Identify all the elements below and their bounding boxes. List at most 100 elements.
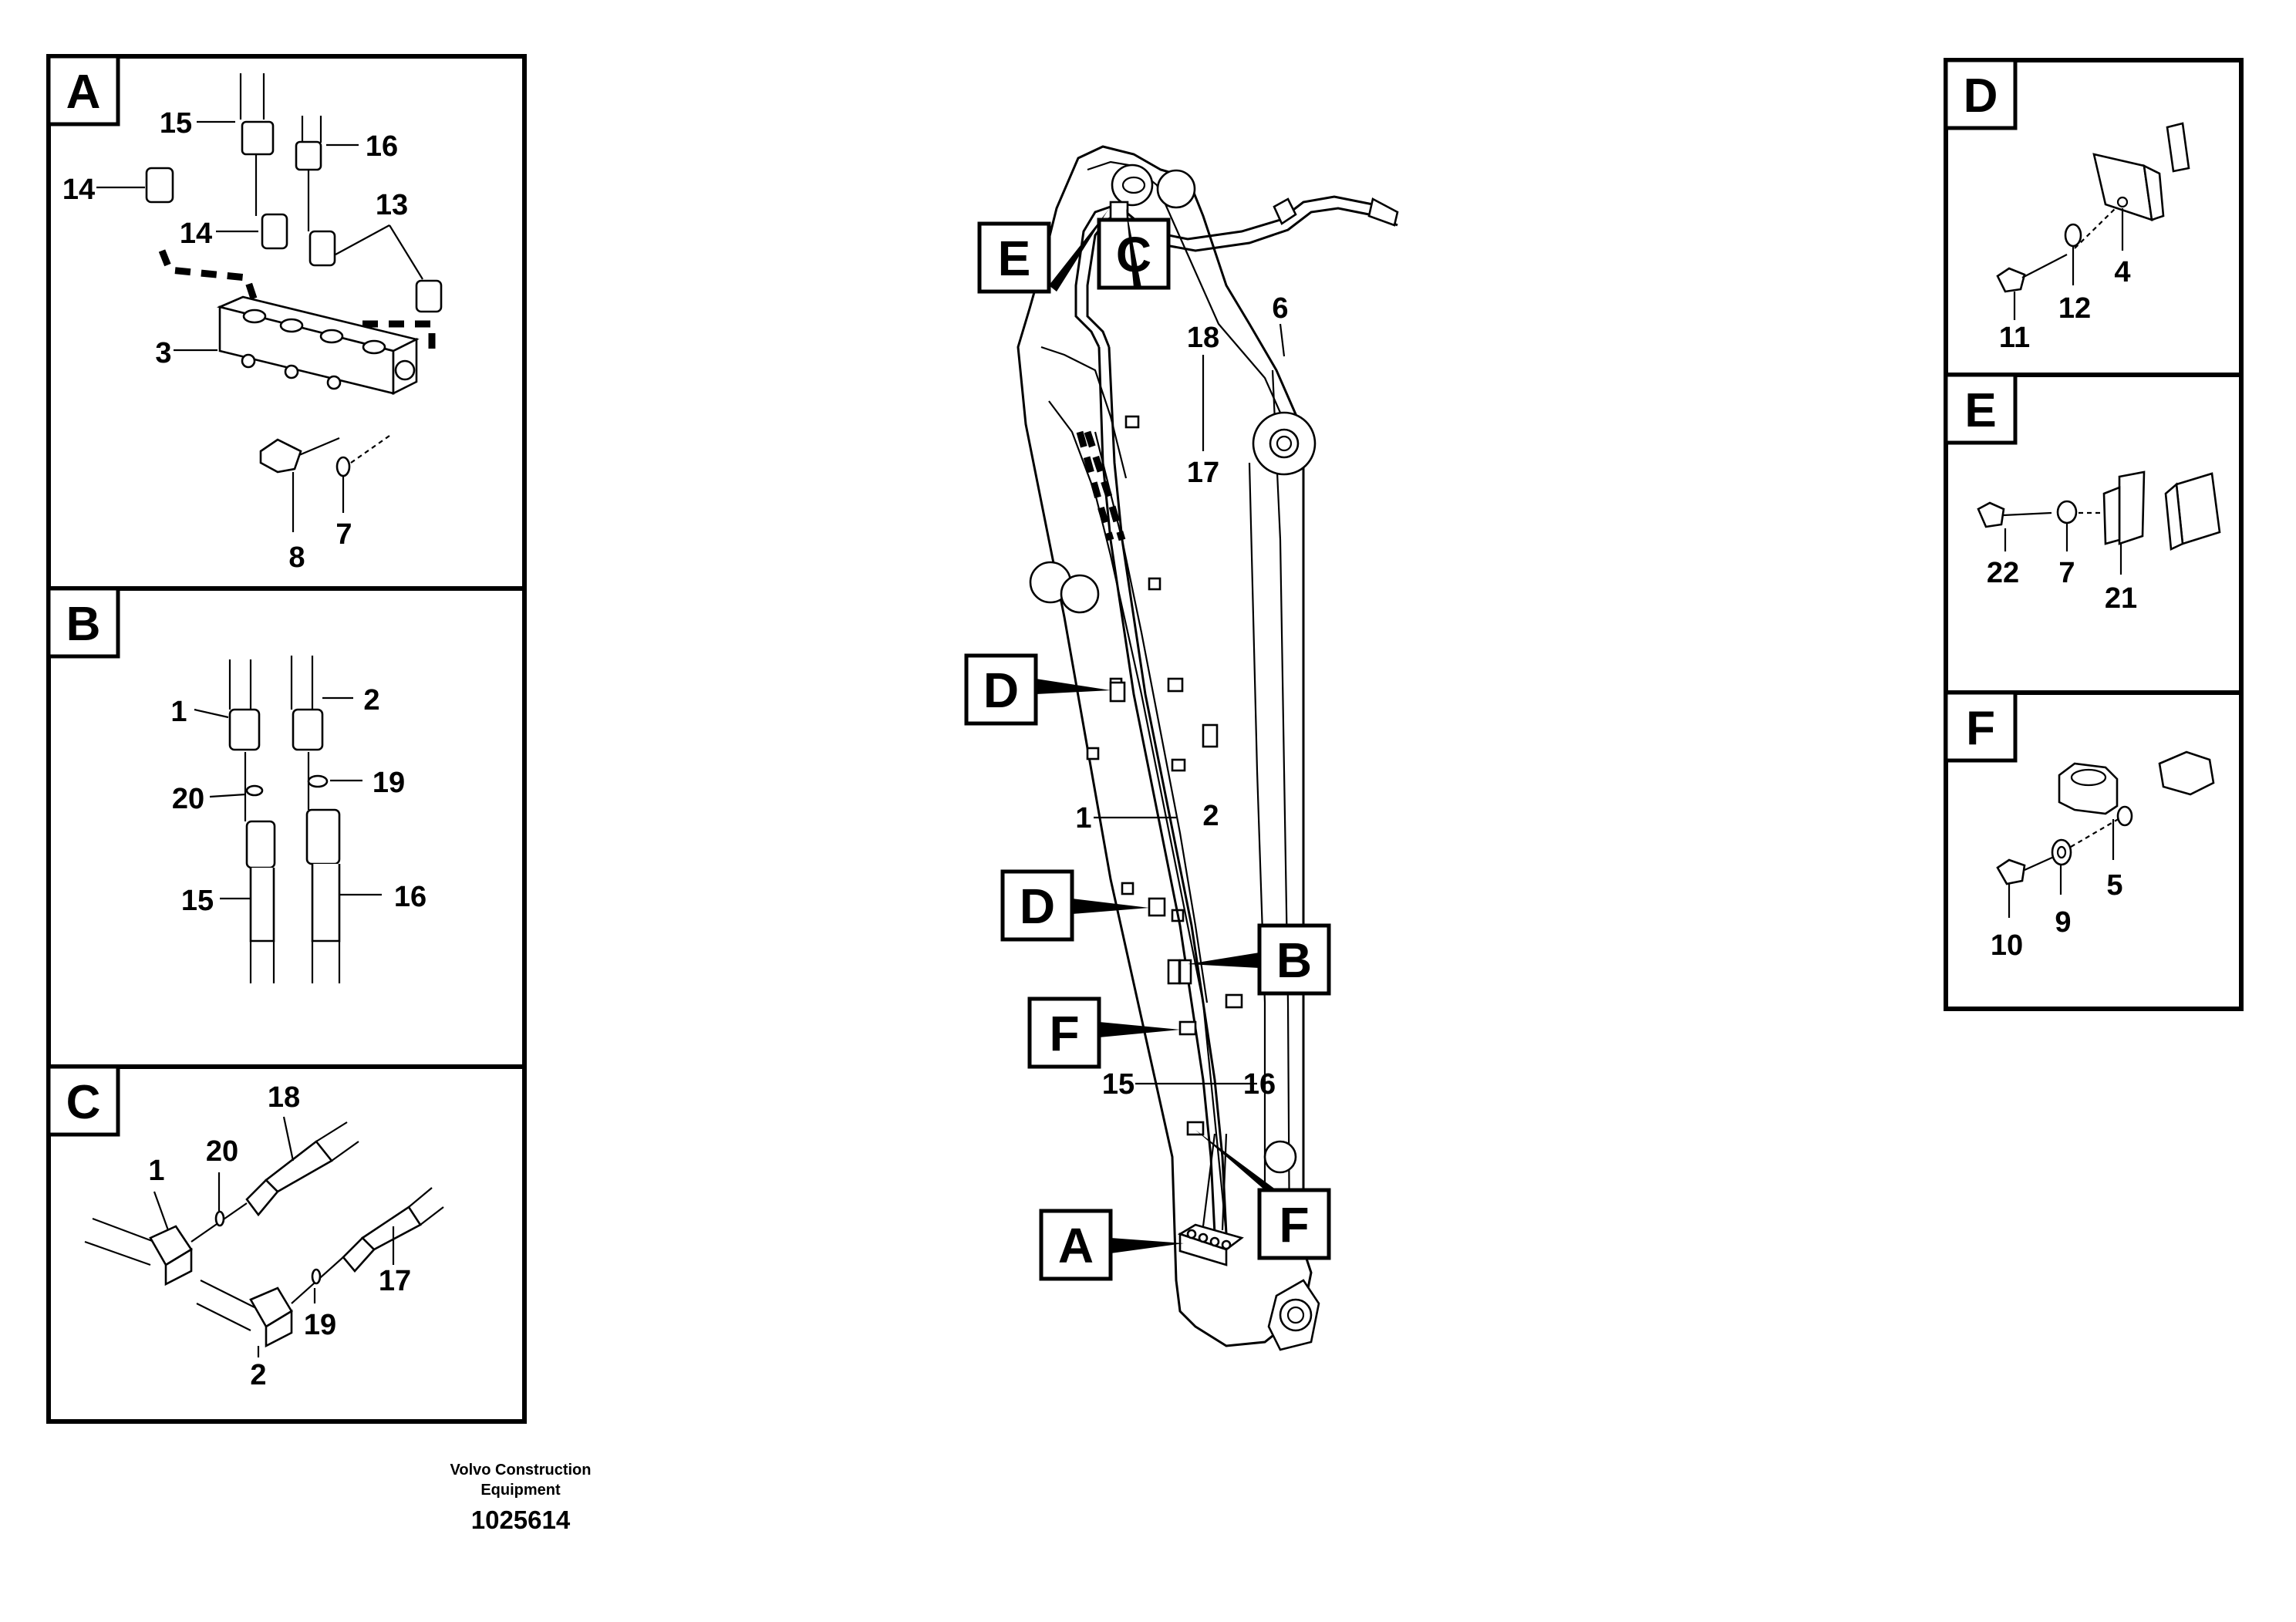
- callout-d-lower: D: [1000, 869, 1149, 942]
- label-b-19: 19: [373, 767, 405, 799]
- hose-16: [301, 116, 322, 143]
- callout-f-lower: F: [1195, 1130, 1331, 1260]
- panel-b-letter: B: [66, 598, 101, 651]
- hose-18: [265, 1140, 333, 1193]
- label-b-15: 15: [181, 885, 214, 917]
- bolt-10: [1996, 858, 2026, 885]
- bolt-11: [1996, 267, 2026, 293]
- drawing-number: 1025614: [470, 1506, 571, 1534]
- label-a-8: 8: [288, 541, 305, 574]
- rubber-block-d: [2166, 122, 2190, 173]
- hose-line-2: [1108, 346, 1228, 1235]
- panel-c-letter: C: [66, 1076, 101, 1129]
- excavator-arm: [1017, 145, 1399, 1351]
- manifold-block: [216, 295, 420, 396]
- detail-panel-f: F 10 9 5: [1944, 690, 2244, 1011]
- label-main-17: 17: [1187, 457, 1219, 489]
- bolt-22: [1977, 501, 2005, 528]
- detail-panel-c: C 1 20 18 17 19 2: [46, 1064, 527, 1424]
- callout-c: C: [1097, 208, 1171, 290]
- svg-text:B: B: [1276, 932, 1312, 988]
- o-ring-20: [245, 784, 264, 797]
- label-main-18: 18: [1187, 322, 1219, 354]
- label-d-11: 11: [1999, 322, 2030, 354]
- label-c-18: 18: [268, 1081, 300, 1114]
- rubber-block-f: [2158, 750, 2215, 796]
- top-pin-boss: [1111, 164, 1154, 207]
- washer-7: [335, 456, 351, 477]
- clamp-5: [2058, 762, 2119, 815]
- label-e-21: 21: [2105, 582, 2137, 615]
- label-main-16: 16: [1243, 1068, 1276, 1101]
- o-ring-19: [311, 1268, 322, 1285]
- panel-a-letter: A: [66, 66, 101, 119]
- svg-text:F: F: [1049, 1006, 1079, 1061]
- panel-a-tag: [46, 54, 120, 126]
- clamp-6: [1273, 197, 1297, 225]
- rubber-block-e: [2175, 472, 2221, 545]
- footer-company: Volvo Construction Equipment: [450, 1462, 592, 1499]
- svg-text:A: A: [1058, 1218, 1094, 1273]
- label-b-1: 1: [170, 696, 187, 728]
- tool-block: [1202, 723, 1219, 748]
- adapter-13-right: [415, 279, 443, 313]
- label-a-7: 7: [335, 518, 352, 551]
- label-f-5: 5: [2106, 869, 2122, 902]
- label-c-17: 17: [379, 1265, 411, 1297]
- hose-end-1: [228, 708, 261, 751]
- label-main-6: 6: [1272, 292, 1288, 325]
- callout-e: E: [977, 202, 1114, 294]
- label-a-13: 13: [376, 189, 408, 221]
- adapter-14-left: [145, 167, 174, 204]
- o-ring-19: [307, 774, 329, 788]
- label-c-1: 1: [148, 1155, 164, 1187]
- label-a-16: 16: [366, 130, 398, 163]
- hose-line-1: [1097, 346, 1216, 1235]
- o-ring-20: [214, 1210, 225, 1227]
- label-d-4: 4: [2114, 256, 2130, 288]
- label-a-14-left: 14: [62, 174, 95, 206]
- label-c-2: 2: [250, 1359, 266, 1391]
- callout-d-upper: D: [964, 653, 1111, 726]
- hose-end-2: [292, 708, 324, 751]
- hose-15: [239, 73, 265, 120]
- adapter-14-center: [261, 213, 288, 250]
- guide-line-left: [158, 249, 258, 302]
- hose-17: [360, 1206, 422, 1251]
- detail-panel-a: A: [46, 54, 527, 591]
- detail-panel-d: D 11 12 4: [1944, 58, 2244, 377]
- label-main-2: 2: [1202, 800, 1219, 832]
- panel-d-letter: D: [1964, 69, 1998, 123]
- connector-c: [1109, 201, 1129, 221]
- callout-a: A: [1039, 1209, 1184, 1281]
- label-b-20: 20: [172, 783, 204, 815]
- label-f-10: 10: [1991, 929, 2023, 962]
- fitting-16: [295, 140, 322, 171]
- label-f-9: 9: [2055, 906, 2071, 939]
- label-b-2: 2: [363, 684, 379, 717]
- label-e-7: 7: [2058, 557, 2075, 589]
- washer-12: [2064, 223, 2082, 248]
- fitting-15: [241, 120, 275, 156]
- svg-text:F: F: [1279, 1197, 1309, 1253]
- label-a-14-top: 15: [160, 107, 192, 140]
- washer-7: [2056, 500, 2078, 524]
- bolt-8-shank: [298, 437, 340, 457]
- label-main-1: 1: [1075, 802, 1091, 835]
- washer-9: [2051, 838, 2072, 866]
- svg-text:D: D: [983, 663, 1019, 718]
- panel-f-letter: F: [1966, 702, 1995, 755]
- label-a-14-center: 14: [180, 218, 212, 250]
- svg-text:D: D: [1020, 878, 1055, 934]
- bolt-8-head: [259, 438, 302, 474]
- label-d-12: 12: [2058, 292, 2091, 325]
- label-b-16: 16: [394, 881, 426, 913]
- callout-f-upper: F: [1027, 996, 1180, 1069]
- svg-text:E: E: [998, 231, 1031, 286]
- clamp-21: [2118, 470, 2146, 545]
- guide-line-right: [362, 320, 436, 351]
- detail-panel-e: E 22 7 21: [1944, 373, 2244, 695]
- detail-panel-b: B 1 2 20 19 15 16: [46, 586, 527, 1069]
- label-e-22: 22: [1987, 557, 2019, 589]
